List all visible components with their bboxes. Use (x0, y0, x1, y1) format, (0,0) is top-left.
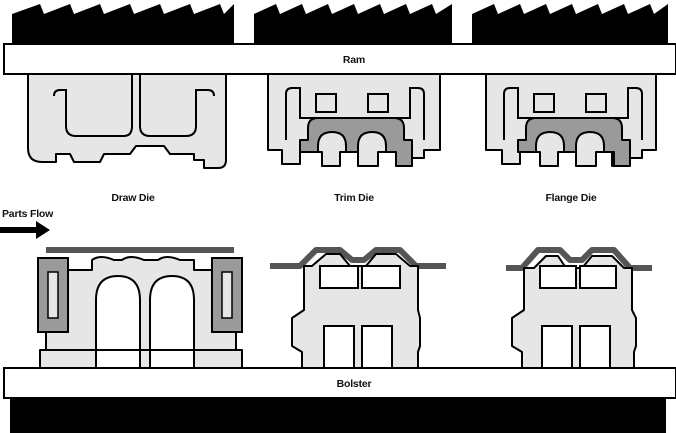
ram-label: Ram (343, 54, 365, 66)
parts-flow-arrow (0, 221, 50, 239)
station-label-trim-die: Trim Die (334, 192, 374, 204)
flange-upper-pad (517, 117, 631, 167)
press-bed (10, 398, 666, 433)
draw-die-lower (37, 247, 243, 369)
bolster-plate (3, 367, 676, 399)
draw-die-upper (27, 73, 227, 169)
ram-plate (3, 43, 676, 75)
draw-left-cushion-pin (37, 257, 69, 333)
station-label-draw-die: Draw Die (111, 192, 155, 204)
ram-drive-blocks (12, 4, 668, 44)
draw-sheet-blank (46, 247, 234, 253)
station-label-flange-die: Flange Die (545, 192, 596, 204)
trim-die-lower (270, 247, 446, 369)
trim-die-upper (267, 73, 441, 167)
parts-flow-label: Parts Flow (2, 208, 54, 220)
flange-die-upper (485, 73, 657, 167)
flange-part-sheet (506, 247, 652, 271)
trim-upper-pad (299, 117, 413, 167)
flange-die-lower (506, 247, 652, 369)
bolster-label: Bolster (337, 378, 372, 390)
trim-part-sheet (270, 247, 446, 269)
